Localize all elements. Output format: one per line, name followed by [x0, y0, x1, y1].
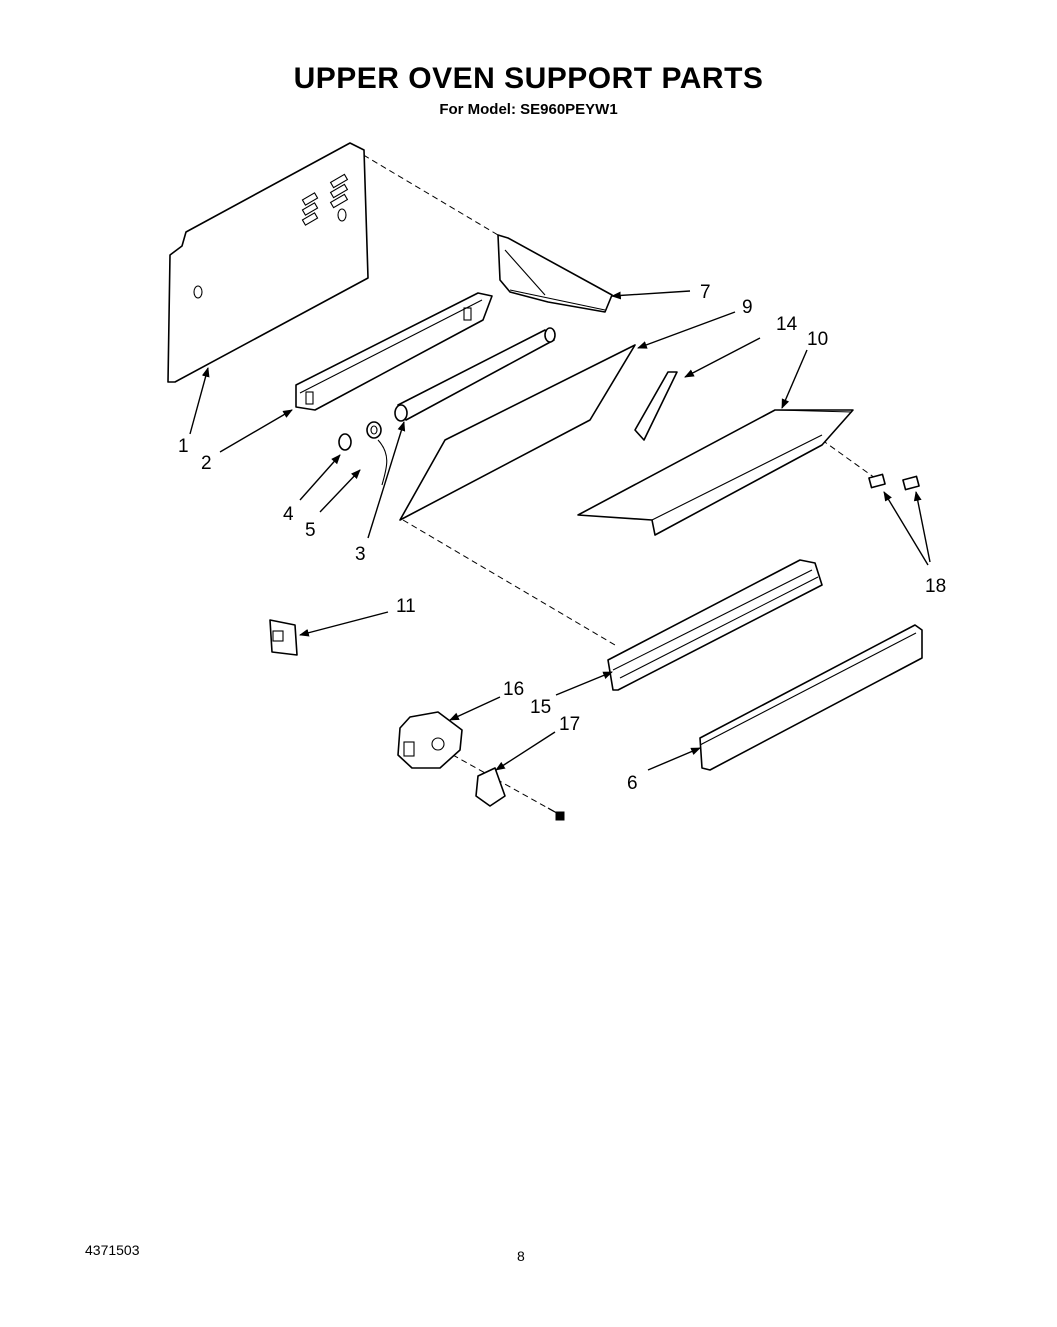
part-screw — [547, 807, 565, 821]
callout-label: 15 — [530, 697, 551, 718]
alignment-line — [402, 519, 616, 646]
part-clip — [902, 475, 920, 491]
part-strip — [634, 371, 678, 441]
part-bracket — [497, 234, 613, 313]
part-thermostat — [397, 711, 463, 769]
part-channel — [295, 292, 493, 411]
page-number: 8 — [517, 1248, 525, 1264]
callout-label: 3 — [355, 544, 366, 565]
part-switch — [269, 619, 298, 656]
part-disc — [338, 433, 352, 451]
part-front-rail — [607, 559, 823, 691]
callout-label: 11 — [396, 596, 416, 617]
callout-label: 1 — [178, 436, 189, 457]
callout-label: 14 — [776, 314, 798, 335]
callout-label: 6 — [627, 773, 638, 794]
part-mounting-clip — [475, 767, 506, 807]
part-grommet — [366, 421, 388, 486]
model-subtitle: For Model: SE960PEYW1 — [439, 101, 618, 118]
page-title: UPPER OVEN SUPPORT PARTS — [293, 62, 764, 95]
part-vent-panel — [699, 624, 923, 771]
alignment-line — [821, 439, 876, 479]
part-tray — [577, 409, 854, 536]
callout-label: 2 — [201, 453, 212, 474]
callout-label: 17 — [559, 714, 580, 735]
document-number: 4371503 — [85, 1242, 140, 1258]
callout-label: 10 — [807, 329, 828, 350]
callout-label: 16 — [503, 679, 524, 700]
callout-label: 4 — [283, 504, 294, 525]
part-clip — [868, 473, 886, 489]
part-insulation-sheet — [399, 344, 636, 521]
callout-label: 7 — [700, 282, 711, 303]
part-element-tube — [394, 327, 556, 422]
callout-label: 18 — [925, 576, 946, 597]
alignment-line — [354, 149, 499, 236]
callout-label: 5 — [305, 520, 316, 541]
part-back-panel — [167, 142, 369, 383]
callout-label: 9 — [742, 297, 753, 318]
